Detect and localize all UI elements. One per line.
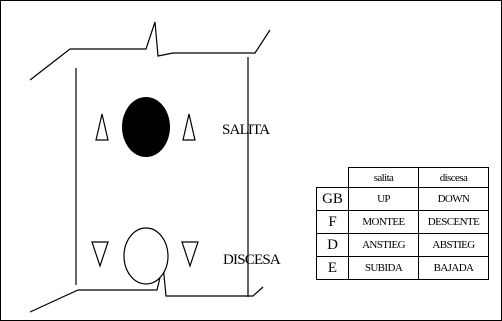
down-translation: DOWN <box>418 187 489 211</box>
up-lamp-lit-icon <box>122 97 170 157</box>
top-break-line <box>29 21 271 81</box>
up-arrow-right-icon <box>182 113 196 141</box>
translation-table: salita discesa GB UP DOWN F MONTEE DESCE… <box>316 167 489 280</box>
up-translation: UP <box>348 187 419 211</box>
language-code: D <box>316 233 349 257</box>
up-arrow-left-icon <box>95 113 109 141</box>
table-corner-cell <box>317 168 349 188</box>
down-arrow-right-icon <box>181 241 199 268</box>
table-header-salita: salita <box>348 167 419 188</box>
down-lamp-unlit-icon <box>123 227 169 285</box>
label-up-salita: SALITA <box>222 122 270 138</box>
table-row: F MONTEE DESCENTE <box>316 210 489 234</box>
language-code: GB <box>316 187 349 211</box>
label-down-discesa: DISCESA <box>223 252 281 268</box>
table-header-discesa: discesa <box>418 167 489 188</box>
up-translation: ANSTIEG <box>348 233 419 257</box>
table-row: D ANSTIEG ABSTIEG <box>316 233 489 257</box>
up-translation: SUBIDA <box>348 256 419 280</box>
down-arrow-left-icon <box>91 241 109 268</box>
table-header-row: salita discesa <box>317 167 489 188</box>
table-row: GB UP DOWN <box>316 187 489 211</box>
language-code: E <box>316 256 349 280</box>
down-translation: DESCENTE <box>418 210 489 234</box>
down-translation: BAJADA <box>418 256 489 280</box>
up-translation: MONTEE <box>348 210 419 234</box>
table-row: E SUBIDA BAJADA <box>316 256 489 280</box>
bottom-break-line <box>29 264 264 313</box>
down-translation: ABSTIEG <box>418 233 489 257</box>
language-code: F <box>316 210 349 234</box>
